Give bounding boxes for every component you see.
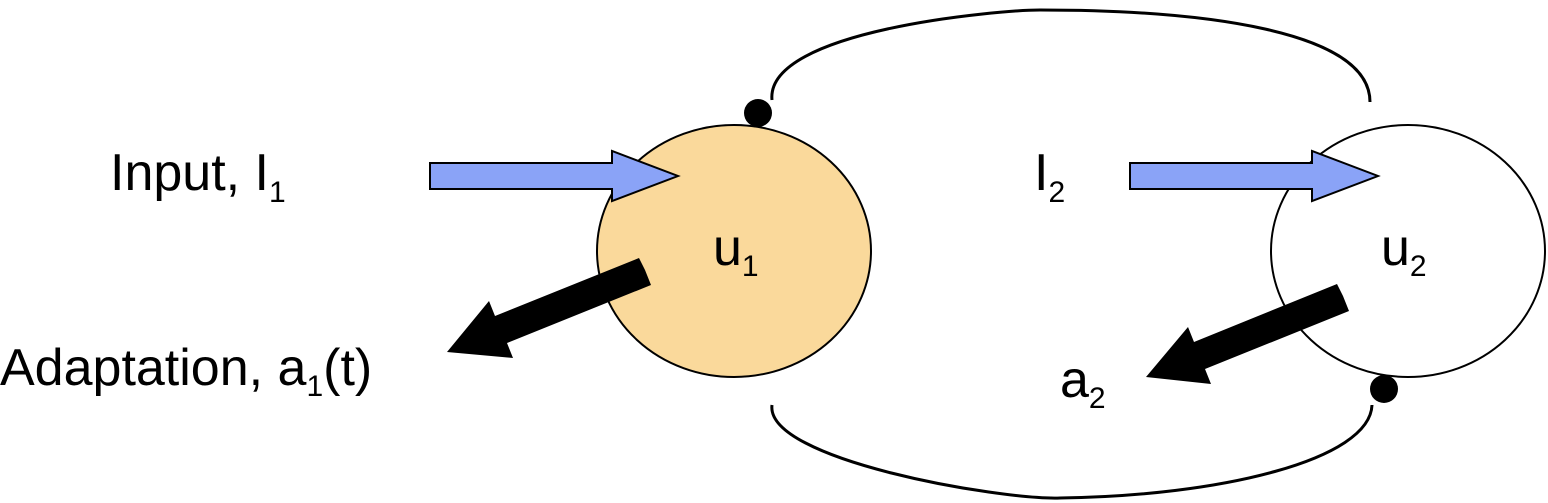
neuron1-label: u1 bbox=[713, 219, 759, 283]
adaptation2-label: a2 bbox=[1060, 351, 1106, 415]
input-arrow-2 bbox=[1129, 149, 1381, 203]
inhibitory-synapse-u2 bbox=[1370, 375, 1398, 403]
inhibitory-connection-top bbox=[770, 8, 1372, 103]
adaptation-arrow-1 bbox=[447, 258, 651, 358]
input-arrow-1 bbox=[429, 149, 681, 203]
adaptation1-label: Adaptation, a1(t) bbox=[0, 339, 372, 403]
neuron-u1 bbox=[596, 124, 872, 378]
input1-label: Input, I1 bbox=[110, 144, 286, 209]
inhibitory-connection-bottom bbox=[770, 404, 1374, 500]
neuron2-label: u2 bbox=[1381, 219, 1427, 283]
adaptation-arrow-2 bbox=[1146, 284, 1349, 384]
input2-label: I2 bbox=[1034, 144, 1065, 209]
inhibitory-synapse-u1 bbox=[744, 99, 772, 127]
